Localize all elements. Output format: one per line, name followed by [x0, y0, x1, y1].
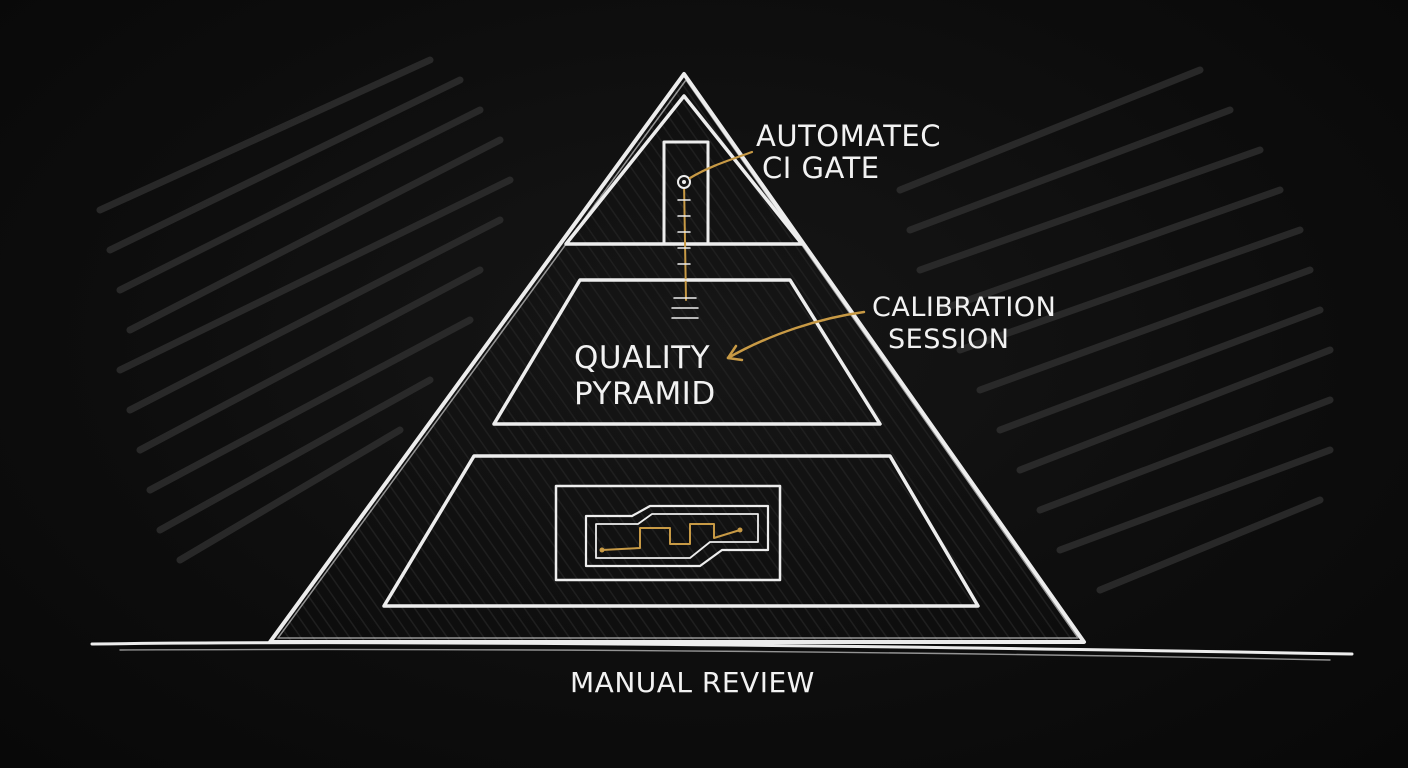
tier-middle [492, 278, 882, 426]
label-manual-review: MANUAL REVIEW [570, 666, 815, 699]
circuit-maze-icon [584, 504, 770, 568]
pyramid-outline [268, 72, 1086, 644]
tier-bottom [382, 454, 980, 608]
label-session: SESSION [888, 324, 1009, 355]
calibration-arrow [726, 310, 866, 362]
background-scribbles [96, 56, 1334, 594]
label-calibration: CALIBRATION [872, 292, 1056, 323]
gauge-needle-icon [671, 150, 754, 319]
label-ci-gate: CI GATE [762, 151, 880, 185]
label-pyramid: PYRAMID [574, 376, 716, 412]
ground-line [90, 641, 1354, 661]
label-automatec: AUTOMATEC [756, 119, 941, 153]
tier-top [564, 94, 804, 246]
label-quality: QUALITY [574, 340, 710, 376]
pyramid-fill [272, 78, 1082, 640]
